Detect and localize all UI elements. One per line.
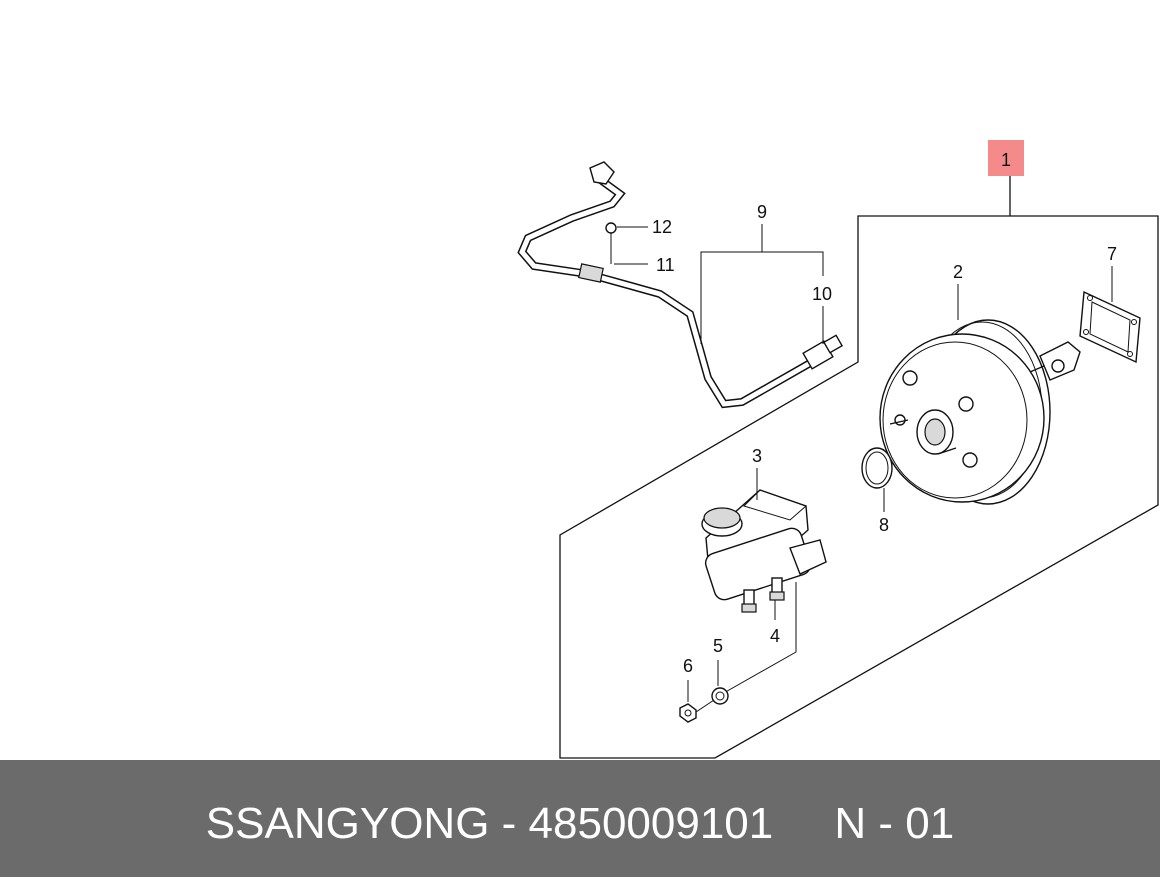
master-cylinder (701, 489, 827, 613)
callout-5: 5 (713, 636, 723, 656)
o-ring (861, 447, 893, 489)
callout-8: 8 (879, 515, 889, 535)
callout-1-highlight (988, 140, 1024, 176)
callout-7: 7 (1107, 244, 1117, 264)
footer-caption: SSANGYONG - 4850009101 N - 01 (0, 760, 1160, 877)
part-number: 4850009101 (528, 799, 774, 848)
callout-4: 4 (770, 626, 780, 646)
separator: - (489, 799, 529, 848)
parts-diagram: 1 12 11 9 10 2 (517, 140, 1159, 759)
spacer (773, 799, 834, 848)
brand-name: SSANGYONG (205, 799, 490, 848)
callout-6: 6 (683, 656, 693, 676)
washer (711, 687, 729, 705)
callout-3: 3 (752, 446, 762, 466)
callout-1: 1 (1001, 150, 1011, 170)
nut (679, 703, 697, 723)
callout-2: 2 (953, 262, 963, 282)
footer-bar: SSANGYONG - 4850009101 N - 01 (0, 760, 1160, 877)
diagram-id: N - 01 (834, 799, 955, 848)
pushrod-clevis (1039, 341, 1081, 381)
assembly-frame (559, 215, 1159, 759)
callout-9: 9 (757, 202, 767, 222)
callout-10: 10 (812, 284, 832, 304)
brake-booster (879, 319, 1051, 505)
callout-12: 12 (652, 217, 672, 237)
callout-11: 11 (656, 255, 675, 275)
brake-pipe (517, 161, 844, 409)
gasket (1079, 290, 1141, 364)
